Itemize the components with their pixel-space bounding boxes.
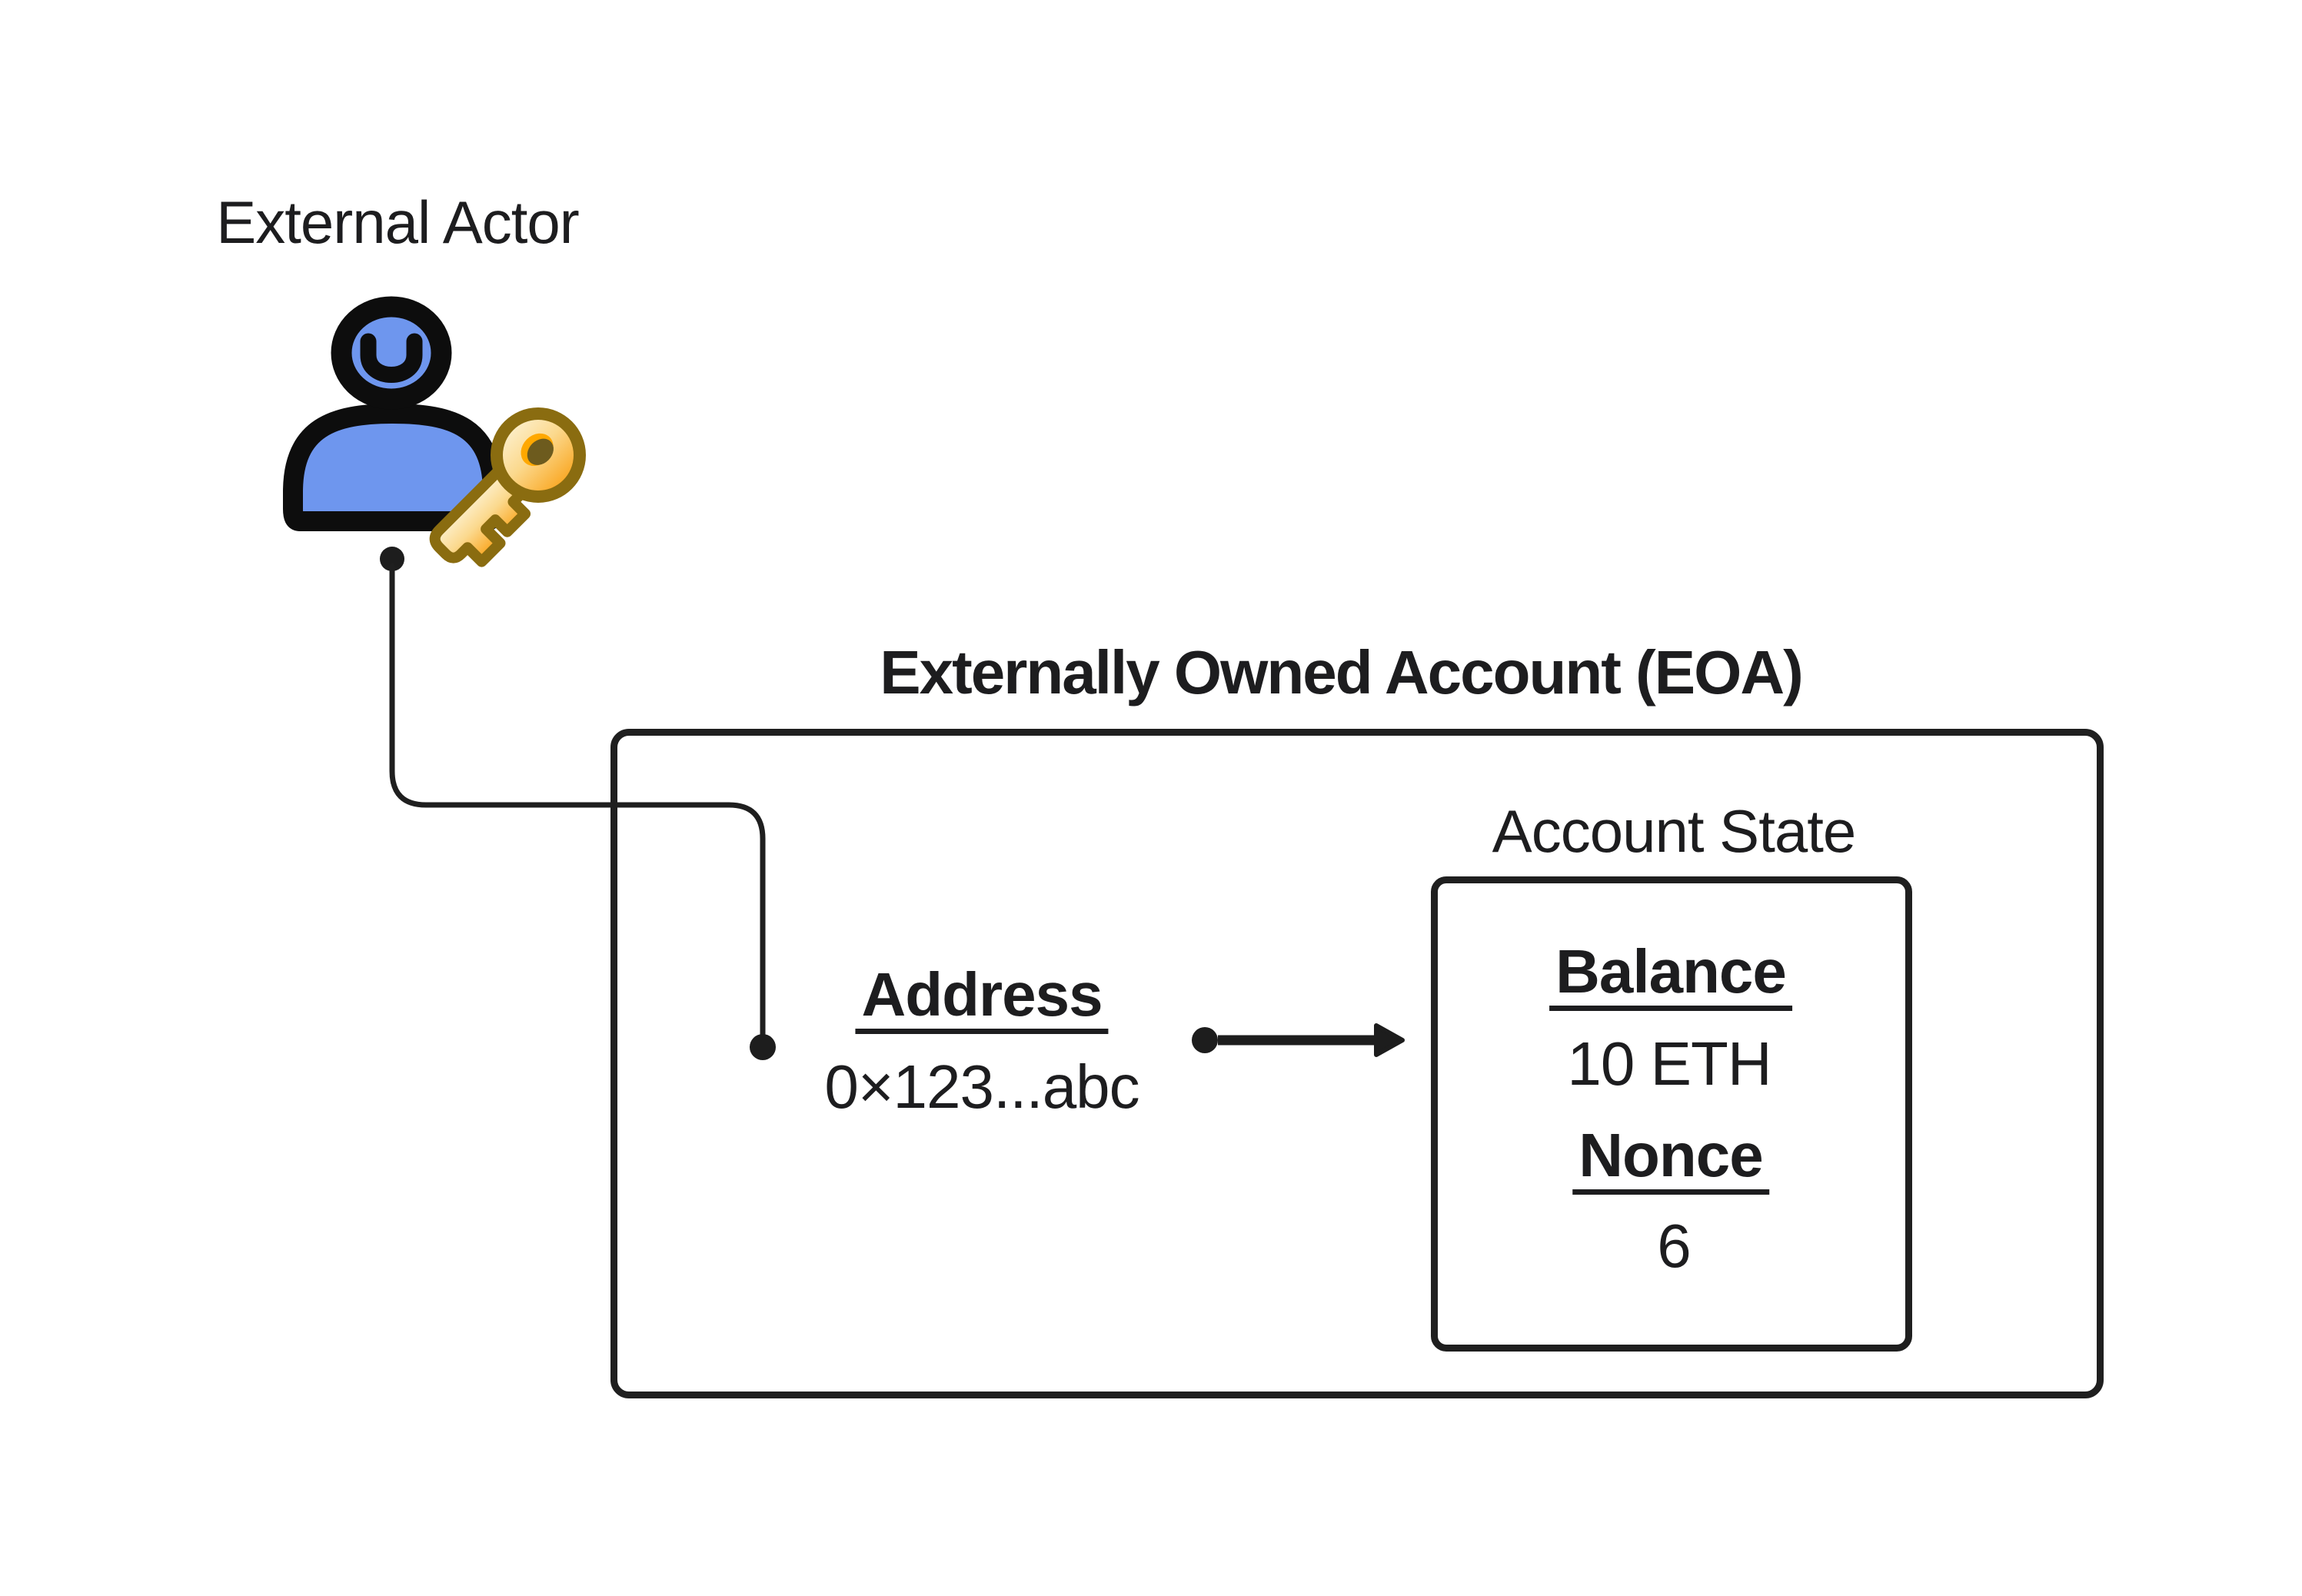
balance-label-text: Balance [1549,941,1792,1011]
key-hole [527,438,554,465]
arrow-head [1374,1023,1405,1057]
nonce-value: 6 [1657,1212,1691,1280]
external-actor-label: External Actor [216,188,580,256]
account-state-box [1431,876,1912,1352]
arrow-start-dot [1192,1027,1218,1053]
address-label: Address [855,964,1109,1034]
key-icon [429,407,586,567]
person-smile [360,333,423,383]
connector-end-dot [750,1034,776,1060]
address-label-text: Address [855,964,1109,1034]
balance-value: 10 ETH [1567,1029,1771,1098]
actor-address-connector [380,547,776,1060]
eoa-title: Externally Owned Account (EOA) [880,638,1803,707]
nonce-label-text: Nonce [1572,1125,1769,1195]
eoa-box [610,729,2104,1398]
address-value: 0×123...abc [824,1052,1139,1121]
connector-start-dot [380,547,404,571]
address-state-arrow [1192,1023,1405,1057]
person-head [331,296,452,410]
connector-line [389,563,766,1038]
account-state-label: Account State [1492,797,1857,865]
person-icon [283,296,503,531]
nonce-label: Nonce [1572,1125,1769,1195]
balance-label: Balance [1549,941,1792,1011]
